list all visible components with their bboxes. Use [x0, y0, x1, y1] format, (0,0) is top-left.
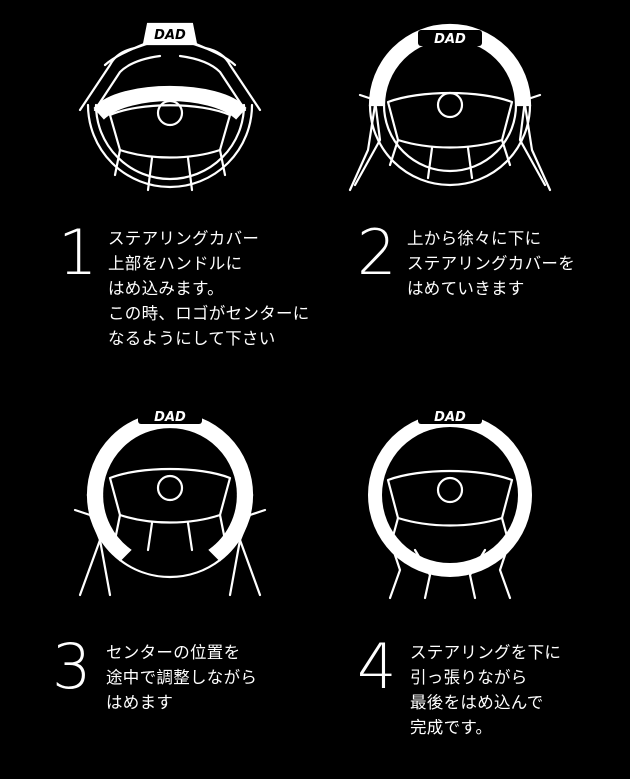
logo-text: DAD — [434, 410, 466, 425]
logo-text: DAD — [154, 410, 186, 425]
step-3-illustration: DAD — [73, 408, 267, 597]
step-4-line: 引っ張りながら — [410, 668, 528, 687]
step-1-line: ステアリングカバー — [108, 229, 260, 248]
step-3-line: はめます — [106, 693, 174, 712]
step-3-line: 途中で調整しながら — [106, 668, 258, 687]
step-1-number: 1 — [58, 216, 98, 289]
step-3-line: センターの位置を — [106, 643, 241, 662]
step-4-text: ステアリングを下に 引っ張りながら 最後をはめ込んで 完成です。 — [410, 640, 561, 740]
step-2-line: はめていきます — [407, 279, 525, 298]
step-1-illustration: DAD — [78, 22, 262, 192]
step-1-text: ステアリングカバー 上部をハンドルに はめ込みます。 この時、ロゴがセンターに … — [108, 226, 310, 351]
step-1-line: はめ込みます。 — [108, 279, 224, 298]
step-4-illustration: DAD — [368, 408, 532, 600]
logo-text: DAD — [154, 28, 186, 43]
step-2-text: 上から徐々に下に ステアリングカバーを はめていきます — [407, 226, 575, 301]
logo-text: DAD — [434, 32, 466, 47]
step-1-line: この時、ロゴがセンターに — [108, 304, 310, 323]
step-1-line: 上部をハンドルに — [108, 254, 243, 273]
step-4-line: ステアリングを下に — [410, 643, 562, 662]
step-1-line: なるようにして下さい — [108, 329, 276, 348]
step-2-line: 上から徐々に下に — [407, 229, 542, 248]
step-4-line: 最後をはめ込んで — [410, 693, 544, 712]
step-3-text: センターの位置を 途中で調整しながら はめます — [106, 640, 257, 715]
step-2-number: 2 — [357, 216, 397, 289]
step-2-line: ステアリングカバーを — [407, 254, 575, 273]
step-4-number: 4 — [357, 630, 397, 703]
step-2-illustration: DAD — [348, 23, 552, 192]
step-4-line: 完成です。 — [410, 718, 493, 737]
step-3-number: 3 — [52, 630, 92, 703]
